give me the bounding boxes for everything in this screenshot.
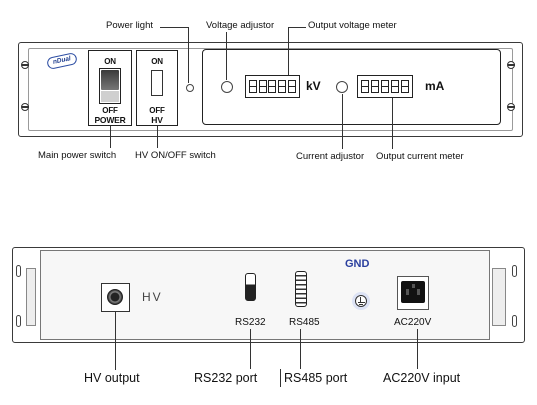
current-unit-label: mA bbox=[425, 79, 445, 93]
digit-segment-icon bbox=[401, 80, 409, 93]
rack-screw-icon bbox=[21, 103, 29, 111]
front-panel-inner bbox=[28, 48, 513, 131]
leader-line bbox=[115, 312, 116, 370]
rs485-connector[interactable] bbox=[295, 271, 307, 307]
rack-slot-icon bbox=[16, 315, 21, 327]
main-power-switch[interactable]: ON OFF POWER bbox=[88, 50, 132, 126]
rack-slot-icon bbox=[16, 265, 21, 277]
main-switch-on-label: ON bbox=[104, 57, 116, 66]
voltage-adjustor-knob[interactable] bbox=[221, 81, 233, 93]
digit-segment-icon bbox=[371, 80, 379, 93]
gnd-label: GND bbox=[345, 258, 370, 270]
digit-segment-icon bbox=[391, 80, 399, 93]
leader-line bbox=[288, 27, 289, 75]
leader-line bbox=[110, 126, 111, 148]
leader-line bbox=[160, 27, 188, 28]
hv-switch-off-label: OFF bbox=[149, 106, 165, 115]
callout-output-voltage-meter: Output voltage meter bbox=[308, 20, 397, 31]
main-switch-name: POWER bbox=[94, 115, 126, 125]
callout-rs232-port: RS232 port bbox=[194, 371, 258, 385]
rack-screw-icon bbox=[507, 103, 515, 111]
callout-ac-input: AC220V input bbox=[383, 371, 461, 385]
hv-switch-name: HV bbox=[151, 115, 163, 125]
digit-segment-icon bbox=[258, 80, 267, 93]
digit-segment-icon bbox=[268, 80, 277, 93]
callout-power-light: Power light bbox=[106, 20, 153, 31]
ac-panel-label: AC220V bbox=[394, 317, 432, 328]
digit-segment-icon bbox=[278, 80, 287, 93]
key-switch-icon bbox=[151, 70, 163, 96]
separator-line bbox=[280, 369, 281, 387]
hv-output-connector[interactable] bbox=[101, 283, 130, 312]
rack-slot-icon bbox=[512, 315, 517, 327]
rs232-connector[interactable] bbox=[245, 273, 256, 301]
leader-line bbox=[392, 98, 393, 149]
rack-slot-icon bbox=[512, 265, 517, 277]
output-current-display bbox=[357, 75, 413, 98]
callout-rs485-port: RS485 port bbox=[284, 371, 348, 385]
callout-hv-switch: HV ON/OFF switch bbox=[135, 150, 216, 161]
digit-segment-icon bbox=[248, 80, 257, 93]
digit-segment-icon bbox=[288, 80, 297, 93]
meter-window bbox=[202, 49, 501, 125]
ground-terminal-icon[interactable] bbox=[355, 295, 367, 307]
power-light-icon bbox=[186, 84, 194, 92]
hv-switch[interactable]: ON OFF HV bbox=[136, 50, 178, 126]
rack-ear bbox=[492, 268, 506, 326]
main-switch-off-label: OFF bbox=[102, 106, 118, 115]
leader-line bbox=[157, 126, 158, 148]
hv-switch-on-label: ON bbox=[151, 57, 163, 66]
hv-panel-label: HV bbox=[142, 290, 163, 304]
leader-line bbox=[188, 27, 189, 83]
rocker-switch-icon bbox=[99, 68, 121, 104]
ac-inlet-socket[interactable] bbox=[401, 281, 425, 303]
rack-screw-icon bbox=[21, 61, 29, 69]
leader-line bbox=[226, 32, 227, 80]
voltage-unit-label: kV bbox=[306, 79, 321, 93]
brand-logo-text: nDual bbox=[52, 55, 72, 66]
output-voltage-display bbox=[245, 75, 300, 98]
rack-screw-icon bbox=[507, 61, 515, 69]
leader-line bbox=[250, 329, 251, 369]
leader-line bbox=[300, 329, 301, 369]
rack-ear bbox=[26, 268, 36, 326]
callout-output-current-meter: Output current meter bbox=[376, 151, 464, 162]
rs232-panel-label: RS232 bbox=[235, 317, 266, 328]
rs485-panel-label: RS485 bbox=[289, 317, 320, 328]
callout-hv-output: HV output bbox=[84, 371, 140, 385]
callout-main-power-switch: Main power switch bbox=[38, 150, 117, 161]
leader-line bbox=[417, 329, 418, 369]
callout-voltage-adjustor: Voltage adjustor bbox=[206, 20, 275, 31]
leader-line bbox=[288, 27, 306, 28]
digit-segment-icon bbox=[361, 80, 369, 93]
digit-segment-icon bbox=[381, 80, 389, 93]
callout-current-adjustor: Current adjustor bbox=[296, 151, 365, 162]
leader-line bbox=[342, 94, 343, 149]
current-adjustor-knob[interactable] bbox=[336, 81, 348, 93]
